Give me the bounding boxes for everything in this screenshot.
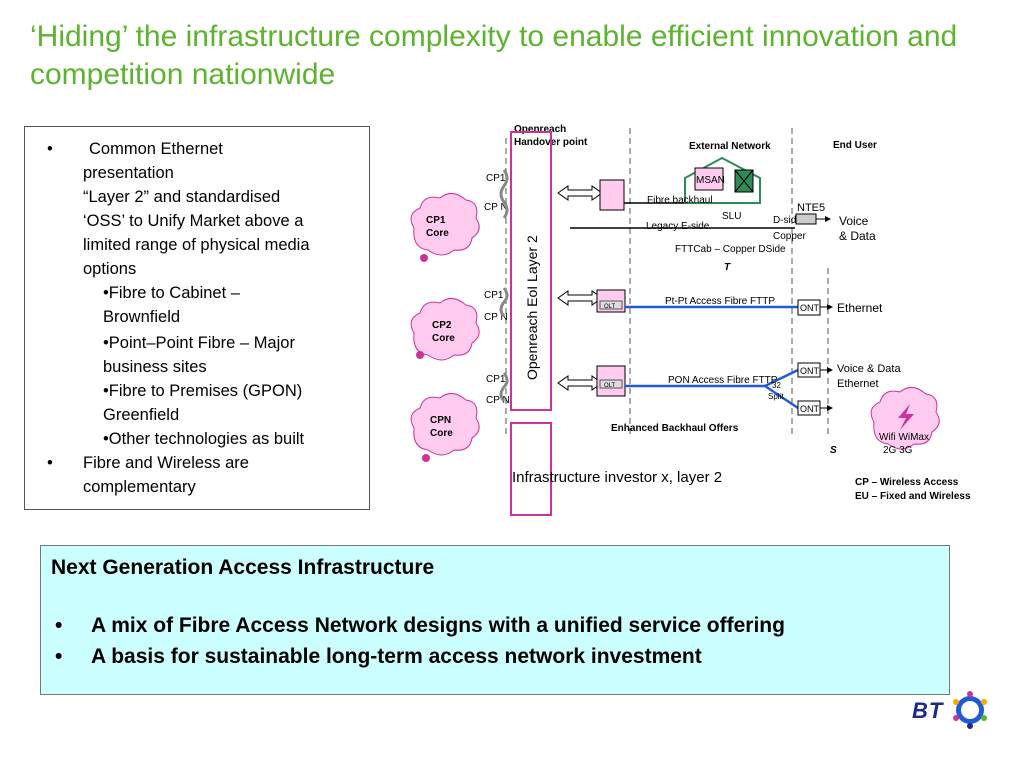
bullet-line: business sites bbox=[103, 358, 207, 376]
cloud-label: Core bbox=[430, 428, 453, 439]
investor-box bbox=[510, 422, 552, 516]
bullet-wireless: Fibre and Wireless are complementary bbox=[25, 451, 359, 499]
wifi-label: Wifi WiMax bbox=[879, 432, 929, 443]
l2-switch-box bbox=[599, 179, 625, 211]
pon-split bbox=[764, 384, 799, 410]
handover-label: Openreach bbox=[514, 124, 566, 135]
sub-bullet-other: •Other technologies as built bbox=[25, 427, 359, 451]
node-dot bbox=[422, 454, 430, 462]
eoi-layer2-label: Openreach EoI Layer 2 bbox=[524, 235, 540, 380]
wireless-cloud: Wifi WiMax 2G 3G bbox=[870, 387, 940, 456]
external-network-label: External Network bbox=[689, 141, 771, 152]
bt-logo-text: BT bbox=[912, 698, 944, 723]
sub-bullet-fttc: •Fibre to Cabinet – Brownfield bbox=[25, 281, 359, 329]
summary-point: A mix of Fibre Access Network designs wi… bbox=[51, 610, 939, 641]
cloud-label: Core bbox=[432, 333, 455, 344]
bullet-line: Common Ethernet bbox=[89, 140, 223, 158]
cpn-core-cloud: CPN Core bbox=[410, 393, 480, 462]
ont-label: ONT bbox=[800, 366, 820, 376]
cloud-label: CP1 bbox=[426, 215, 446, 226]
bullet-line: •Point–Point Fibre – Major bbox=[103, 334, 295, 352]
bt-globe-icon bbox=[953, 691, 987, 729]
eoi-layer2-box bbox=[510, 131, 552, 411]
t-marker: T bbox=[724, 262, 731, 273]
cp-label: CP1 bbox=[484, 290, 504, 301]
voice-data-label: Voice bbox=[839, 214, 869, 228]
network-diagram: Openreach Handover point External Networ… bbox=[410, 124, 971, 516]
cp1-core-cloud: CP1 Core bbox=[410, 193, 480, 262]
msan-label: MSAN bbox=[696, 175, 725, 186]
enhanced-backhaul-label: Enhanced Backhaul Offers bbox=[611, 423, 739, 434]
bullet-line: •Other technologies as built bbox=[103, 430, 305, 448]
fibre-backhaul-label: Fibre backhaul bbox=[647, 195, 713, 206]
bullet-line: options bbox=[83, 260, 137, 278]
cp-link-bundle bbox=[499, 169, 509, 403]
bt-logo: BT bbox=[912, 690, 992, 730]
summary-box: Next Generation Access Infrastructure A … bbox=[40, 545, 950, 695]
cabinet-cross bbox=[734, 169, 754, 193]
bullet-line: Fibre and Wireless are bbox=[83, 454, 249, 472]
cp-wireless-label: CP – Wireless Access bbox=[855, 477, 959, 488]
bullet-line: •Fibre to Premises (GPON) bbox=[103, 382, 303, 400]
bullet-line: •Fibre to Cabinet – bbox=[103, 284, 240, 302]
split-label: Split bbox=[768, 392, 784, 401]
end-user-label: End User bbox=[833, 140, 877, 151]
olt-label-box bbox=[599, 300, 623, 310]
cp2-core-cloud: CP2 Core bbox=[410, 298, 480, 361]
legacy-eside-label: Legacy E-side bbox=[646, 221, 710, 232]
eu-fixed-label: EU – Fixed and Wireless bbox=[855, 491, 971, 502]
copper-label: Copper bbox=[773, 231, 806, 242]
pon-label: PON Access Fibre FTTP bbox=[668, 375, 778, 386]
msan-box bbox=[694, 167, 724, 191]
cp-label: CP N bbox=[484, 312, 508, 323]
split-ratio-label: 32 bbox=[772, 381, 781, 390]
double-arrow bbox=[557, 185, 603, 391]
sub-bullet-ptp: •Point–Point Fibre – Major business site… bbox=[25, 331, 359, 379]
summary-heading: Next Generation Access Infrastructure bbox=[51, 556, 435, 579]
ont-label: ONT bbox=[800, 404, 820, 414]
node-dot bbox=[420, 254, 428, 262]
ont-label: ONT bbox=[800, 303, 820, 313]
bullet-line: ‘OSS’ to Unify Market above a bbox=[83, 212, 304, 230]
nte5-box bbox=[795, 213, 817, 225]
cp-label: CP1 bbox=[486, 374, 506, 385]
lightning-icon bbox=[898, 404, 914, 430]
investor-label: Infrastructure investor x, layer 2 bbox=[512, 469, 722, 486]
bullet-line: Brownfield bbox=[103, 308, 181, 326]
olt-label: OLT bbox=[604, 383, 616, 389]
s-marker: S bbox=[830, 445, 837, 456]
olt-label-box bbox=[599, 379, 623, 389]
bullet-line: Greenfield bbox=[103, 406, 180, 424]
nte5-label: NTE5 bbox=[797, 202, 825, 214]
voice-data-label: & Data bbox=[839, 229, 876, 243]
sub-bullet-fttp: •Fibre to Premises (GPON) Greenfield bbox=[25, 379, 359, 427]
cloud-label: Core bbox=[426, 228, 449, 239]
slu-label: SLU bbox=[722, 211, 741, 222]
ethernet-label: Ethernet bbox=[837, 301, 883, 315]
cp-label: CP1 bbox=[486, 173, 506, 184]
cloud-label: CP2 bbox=[432, 320, 452, 331]
node-dot bbox=[416, 351, 424, 359]
bullet-line: presentation bbox=[83, 164, 174, 182]
cloud-label: CPN bbox=[430, 415, 451, 426]
dside-label: D-side bbox=[773, 215, 802, 226]
cp-label: CP N bbox=[484, 202, 508, 213]
olt-label: OLT bbox=[604, 304, 616, 310]
summary-point: A basis for sustainable long-term access… bbox=[51, 641, 939, 672]
page-title: ‘Hiding’ the infrastructure complexity t… bbox=[30, 20, 958, 91]
bullet-ethernet: Common Ethernet presentation “Layer 2” a… bbox=[25, 137, 359, 281]
ptpt-label: Pt-Pt Access Fibre FTTP bbox=[665, 296, 775, 307]
cp-label: CP N bbox=[486, 395, 510, 406]
fttcab-label: FTTCab – Copper DSide bbox=[675, 244, 786, 255]
bullet-panel: Common Ethernet presentation “Layer 2” a… bbox=[24, 126, 370, 510]
wifi-label: 2G 3G bbox=[883, 445, 913, 456]
bullet-line: complementary bbox=[83, 478, 196, 496]
ethernet-label: Ethernet bbox=[837, 378, 879, 390]
bullet-line: limited range of physical media bbox=[83, 236, 310, 254]
bullet-line: “Layer 2” and standardised bbox=[83, 188, 281, 206]
voice-data-label: Voice & Data bbox=[837, 363, 901, 375]
pon-split bbox=[764, 368, 799, 388]
